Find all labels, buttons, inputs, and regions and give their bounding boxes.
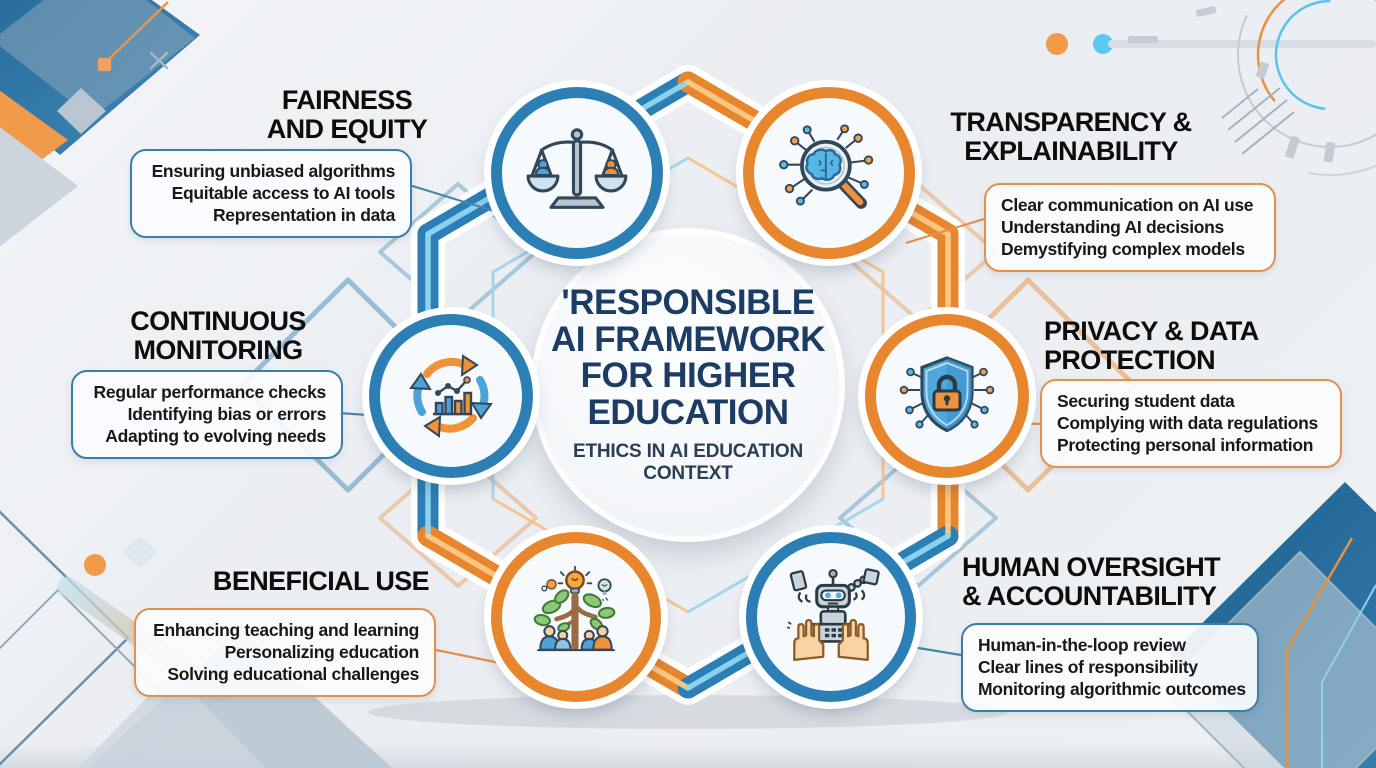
section-heading-beneficial: BENEFICIAL USE (196, 567, 446, 596)
heading-line: FAIRNESS (281, 85, 413, 115)
gray-dashes (1128, 6, 1336, 163)
bullet-line: Demystifying complex models (1001, 239, 1245, 260)
small-bulb (597, 578, 612, 602)
leaves (533, 589, 616, 633)
medallion-monitoring (369, 314, 533, 478)
orange-dot (84, 554, 106, 576)
bullet-line: Ensuring unbiased algorithms (151, 161, 396, 181)
brain-magnifier-icon (779, 124, 874, 209)
title-line-4: EDUCATION (587, 392, 789, 432)
corner-decoration-top-left (0, 0, 200, 247)
human-hands (793, 618, 869, 661)
heading-line: TRANSPARENCY & (950, 107, 1192, 137)
section-heading-oversight: HUMAN OVERSIGHT & ACCOUNTABILITY (962, 553, 1262, 611)
subtitle-line-1: ETHICS IN AI EDUCATION (573, 440, 803, 462)
medallion-privacy (865, 314, 1029, 478)
framework-title: 'RESPONSIBLE AI FRAMEWORK FOR HIGHER EDU… (551, 283, 825, 432)
heading-line: PRIVACY & DATA (1044, 316, 1259, 346)
cyan-dot (1093, 34, 1113, 54)
bullet-line: Solving educational challenges (167, 664, 419, 685)
callout-oversight: Human-in-the-loop review Clear lines of … (961, 623, 1259, 712)
bullet-line: Securing student data (1057, 391, 1235, 411)
robot-arms (789, 568, 880, 603)
bullet-line: Human-in-the-loop review (978, 635, 1186, 655)
bullet-line: Complying with data regulations (1057, 413, 1318, 434)
shield-lock-icon (899, 356, 995, 433)
bullet-line: Protecting personal information (1057, 435, 1314, 456)
subtitle-line-2: CONTEXT (643, 462, 733, 484)
section-heading-fairness: FAIRNESS AND EQUITY (197, 86, 497, 144)
cycle-chart-icon (409, 354, 493, 438)
callout-fairness: Ensuring unbiased algorithms Equitable a… (130, 149, 412, 238)
heading-line: & ACCOUNTABILITY (962, 580, 1217, 611)
corner-decoration-top-right (1046, 0, 1376, 176)
callout-transparency: Clear communication on AI use Understand… (984, 183, 1276, 272)
bullet-line: Personalizing education (224, 642, 420, 663)
title-line-2: AI FRAMEWORK (551, 319, 825, 359)
heading-line: AND EQUITY (266, 113, 428, 144)
section-heading-privacy: PRIVACY & DATA PROTECTION (1044, 317, 1344, 375)
bullet-line: Monitoring algorithmic outcomes (978, 679, 1246, 700)
growth-tree-icon (533, 566, 616, 652)
cross-mark-icon (149, 51, 169, 70)
heading-line: CONTINUOUS (130, 306, 306, 336)
heading-line: EXPLAINABILITY (964, 135, 1178, 166)
callout-privacy: Securing student data Complying with dat… (1040, 379, 1342, 468)
medallion-oversight (746, 532, 916, 702)
people (537, 625, 615, 652)
heading-line: HUMAN OVERSIGHT (962, 552, 1221, 582)
heading-line: MONITORING (133, 334, 304, 365)
bullet-line: Clear communication on AI use (1001, 195, 1254, 215)
hatch-lines (1221, 87, 1295, 155)
medallion-beneficial (491, 532, 661, 702)
bullet-line: Enhancing teaching and learning (153, 620, 419, 640)
title-line-3: FOR HIGHER (580, 356, 796, 396)
heading-line: BENEFICIAL USE (212, 566, 430, 596)
bullet-line: Understanding AI decisions (1001, 217, 1224, 238)
medallion-transparency (743, 87, 915, 259)
bullet-line: Clear lines of responsibility (978, 657, 1198, 678)
bullet-line: Identifying bias or errors (127, 404, 327, 425)
heading-line: PROTECTION (1044, 344, 1216, 375)
orange-dot (1046, 33, 1068, 55)
balance-scale-icon (526, 128, 628, 209)
trunk (554, 593, 598, 652)
robot-hands-icon (786, 568, 880, 661)
callout-monitoring: Regular performance checks Identifying b… (71, 370, 343, 459)
title-line-1: 'RESPONSIBLE (561, 283, 815, 323)
bullet-line: Equitable access to AI tools (171, 183, 396, 204)
bullet-line: Adapting to evolving needs (105, 426, 326, 447)
bullet-line: Representation in data (212, 205, 395, 226)
callout-beneficial: Enhancing teaching and learning Personal… (134, 608, 436, 697)
medallion-fairness (491, 87, 663, 259)
framework-subtitle: ETHICS IN AI EDUCATION CONTEXT (573, 441, 803, 485)
lightbulb (557, 566, 593, 594)
section-heading-transparency: TRANSPARENCY & EXPLAINABILITY (940, 108, 1202, 166)
hexagon-shadow (368, 695, 1008, 729)
section-heading-monitoring: CONTINUOUS MONITORING (94, 307, 342, 365)
bullet-line: Regular performance checks (93, 382, 327, 402)
center-hub: 'RESPONSIBLE AI FRAMEWORK FOR HIGHER EDU… (537, 234, 839, 536)
